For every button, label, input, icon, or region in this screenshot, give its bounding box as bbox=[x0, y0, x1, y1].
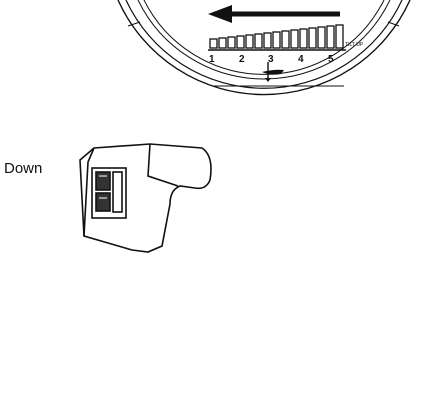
boat-icon bbox=[262, 62, 284, 82]
scale-number-4: 4 bbox=[298, 54, 304, 65]
scale-number-5: 5 bbox=[328, 54, 334, 65]
gauge-end-label: TILT UP bbox=[345, 42, 364, 48]
trim-gauge: TILT UP 1 2 3 4 5 bbox=[117, 0, 411, 96]
control-lever bbox=[79, 143, 212, 253]
trim-bar-segments bbox=[209, 24, 344, 49]
scale-number-3: 3 bbox=[268, 54, 274, 65]
scale-number-1: 1 bbox=[209, 54, 215, 65]
scale-number-2: 2 bbox=[239, 54, 245, 65]
down-label: Down bbox=[4, 160, 43, 177]
left-arrow-icon bbox=[208, 5, 340, 23]
